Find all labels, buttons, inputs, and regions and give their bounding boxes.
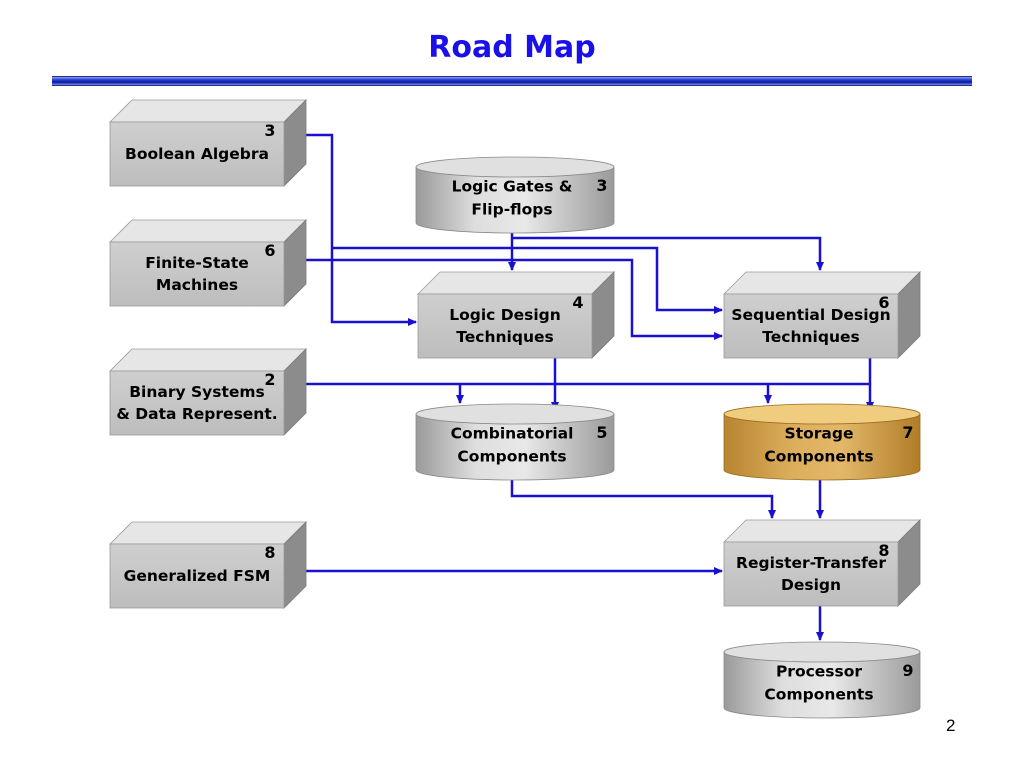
node-label-line: & Data Represent. <box>116 405 277 423</box>
node-label-line: Flip-flops <box>471 201 552 219</box>
node-label-line: Components <box>764 686 873 704</box>
chapter-number: 8 <box>878 541 889 560</box>
chapter-number: 8 <box>264 543 275 562</box>
node-label-line: Techniques <box>456 328 553 346</box>
edge-gates-to-sequential-design <box>512 236 824 271</box>
chapter-number: 6 <box>878 293 889 312</box>
node-label-line: Logic Design <box>449 306 561 324</box>
node-label-line: Processor <box>776 663 862 681</box>
node-boolean-algebra: Boolean Algebra 3 <box>109 99 307 187</box>
chapter-number: 6 <box>264 241 275 260</box>
chapter-number: 3 <box>596 176 607 195</box>
node-label-line: Register-Transfer <box>736 554 886 572</box>
node-label-line: Binary Systems <box>129 383 265 401</box>
node-label-line: Machines <box>156 276 238 294</box>
edge-boolean-to-sequential-design <box>332 246 723 314</box>
node-label-line: Components <box>764 448 873 466</box>
edge-combinatorial-to-rt <box>510 478 776 519</box>
node-label-line: Combinatorial <box>451 425 574 443</box>
page-number: 2 <box>946 716 956 735</box>
chapter-number: 7 <box>902 423 913 442</box>
node-generalized-fsm: Generalized FSM 8 <box>109 521 307 609</box>
node-logic-gates: Logic Gates & Flip-flops 3 <box>415 156 615 234</box>
chapter-number: 5 <box>596 423 607 442</box>
edge-boolean-to-logic-design <box>305 133 417 326</box>
chapter-number: 2 <box>264 370 275 389</box>
node-label-line: Storage <box>785 425 854 443</box>
page-title: Road Map <box>428 30 596 65</box>
chapter-number: 4 <box>572 293 583 312</box>
node-label-line: Generalized FSM <box>124 567 271 585</box>
node-label-line: Finite-State <box>145 254 249 272</box>
title-underline <box>52 76 972 86</box>
chapter-number: 9 <box>902 661 913 680</box>
node-label-line: Components <box>457 448 566 466</box>
node-binary-systems: Binary Systems & Data Represent. 2 <box>109 348 307 436</box>
edge-fsm-to-sequential-design <box>305 258 723 340</box>
node-label-line: Logic Gates & <box>452 178 573 196</box>
chapter-number: 3 <box>264 121 275 140</box>
node-label-line: Boolean Algebra <box>125 145 269 163</box>
node-label-line: Sequential Design <box>731 306 890 324</box>
node-label-line: Techniques <box>762 328 859 346</box>
connection-arrows <box>305 133 874 641</box>
node-label-line: Design <box>781 576 841 594</box>
